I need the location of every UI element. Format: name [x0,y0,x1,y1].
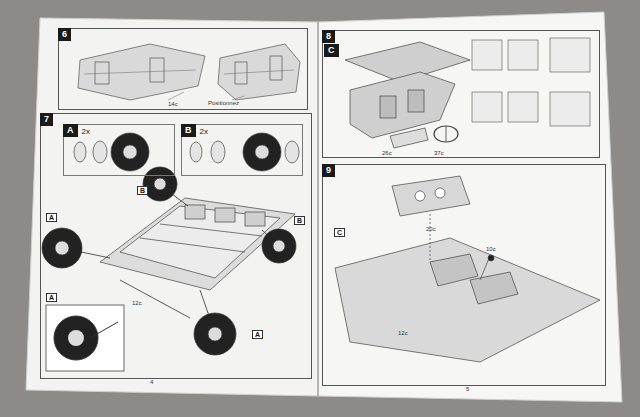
step-panel: 8C [322,30,600,158]
part-number: 20c [426,226,436,233]
step-number: 9 [322,164,335,177]
part-number: 12c [132,300,142,307]
step-number: C [324,44,339,57]
sub-assembly-letter: A [46,293,57,302]
sub-assembly-letter: B [294,216,305,225]
sub-assembly-letter: C [334,228,345,237]
sub-assembly-letter: A [252,330,263,339]
sub-assembly-letter: B [137,186,148,195]
part-number: 12c [398,330,408,337]
part-number: Positionnez [208,100,239,107]
step-number: 8 [322,30,335,43]
sub-assembly-letter: A [46,213,57,222]
part-number: 5 [466,386,469,393]
sub-step-box: A 2x [63,124,175,176]
quantity-note: 2x [82,126,90,137]
step-number: A [63,124,78,137]
step-panel: 9 [322,164,606,386]
part-number: 26c [382,150,392,157]
part-number: 10c [486,246,496,253]
step-number: 6 [58,28,71,41]
part-number: 37c [434,150,444,157]
step-panel: 6 [58,28,308,110]
quantity-note: 2x [200,126,208,137]
sub-step-box: B 2x [181,124,303,176]
step-panel: 7A2xB2x [40,113,312,379]
step-number: 7 [40,113,53,126]
sub-step-box: C [325,45,339,57]
part-number: 14c [168,101,178,108]
step-number: B [181,124,196,137]
part-number: 4 [150,379,153,386]
